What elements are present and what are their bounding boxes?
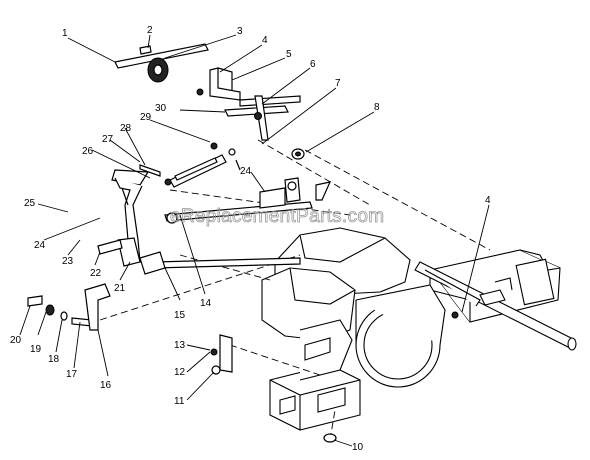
callout-12: 12 [174, 367, 186, 378]
callout-16: 16 [100, 380, 112, 391]
callout-23: 23 [62, 256, 74, 267]
callout-29: 29 [140, 112, 152, 123]
callout-22: 22 [90, 268, 102, 279]
nut-6 [254, 112, 262, 120]
nut-4-lower [451, 311, 459, 319]
callout-13: 13 [174, 340, 186, 351]
callout-6: 6 [310, 59, 316, 70]
brake-rod-upper [224, 95, 305, 160]
callout-7: 7 [335, 78, 341, 89]
callout-10: 10 [352, 442, 364, 453]
callout-3: 3 [237, 26, 243, 37]
engine-block [261, 227, 446, 431]
idler-pulley-assembly [114, 43, 209, 83]
callout-4-upper: 4 [262, 35, 268, 46]
idler-arm [114, 43, 209, 69]
clip-12 [210, 348, 218, 356]
clip-hardware [210, 334, 233, 375]
spring-assembly [139, 142, 241, 188]
callout-27: 27 [102, 134, 114, 145]
callout-25: 25 [24, 198, 36, 209]
watermark-text: eReplacementParts.com [170, 206, 384, 227]
callout-28: 28 [120, 123, 132, 134]
washer-4 [196, 88, 204, 96]
callout-24-left: 24 [34, 240, 46, 251]
callout-4-lower: 4 [485, 195, 491, 206]
link-16 [84, 283, 111, 331]
nut-29 [210, 142, 218, 150]
rod-bracket-right [259, 177, 332, 209]
callout-18: 18 [48, 354, 60, 365]
callout-21: 21 [114, 283, 126, 294]
lower-hardware [27, 283, 111, 331]
nut-19 [45, 304, 55, 316]
pulley-bolt [139, 45, 152, 55]
callout-8: 8 [374, 102, 380, 113]
callout-19: 19 [30, 344, 42, 355]
callout-20: 20 [10, 335, 22, 346]
washer-10 [323, 433, 337, 443]
callout-5: 5 [286, 49, 292, 60]
bolt-head [228, 148, 236, 156]
bolt-20 [27, 295, 43, 307]
brake-pedal [97, 169, 150, 267]
callout-30: 30 [155, 103, 167, 114]
callout-2: 2 [147, 25, 153, 36]
callout-11: 11 [174, 396, 185, 407]
callout-1: 1 [62, 28, 68, 39]
callout-15: 15 [174, 310, 186, 321]
callout-26: 26 [82, 146, 94, 157]
callout-24-upper: 24 [240, 166, 252, 177]
callout-labels: 1 2 3 4 5 6 7 8 30 29 28 27 26 24 25 24 … [10, 25, 491, 453]
callout-14: 14 [200, 298, 212, 309]
mounting-bracket [196, 67, 241, 101]
bolt-27 [139, 164, 161, 177]
washer-18 [60, 311, 68, 321]
tractor-frame [414, 249, 577, 351]
callout-17: 17 [66, 369, 78, 380]
callout-leaders [19, 34, 490, 447]
rod-end [166, 212, 178, 224]
